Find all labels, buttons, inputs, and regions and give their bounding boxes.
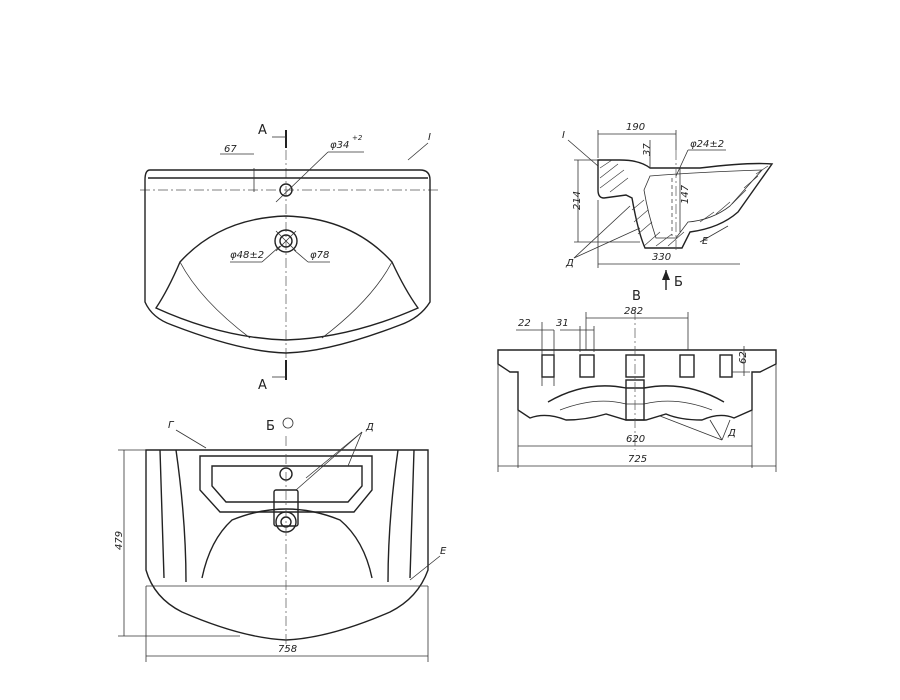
dim-22-text: 22 xyxy=(518,318,531,329)
dim-phi48-leader xyxy=(261,245,281,263)
dim-phi24-text: φ24±2 xyxy=(690,139,724,150)
side-section-outline xyxy=(597,159,774,249)
front-view-slot-3 xyxy=(679,354,695,378)
dim-31-text: 31 xyxy=(556,318,569,329)
note-i-top: I xyxy=(428,132,431,143)
view-b-label: Б xyxy=(266,419,275,434)
note-e-bottom: Е xyxy=(440,546,447,557)
dim-62-text: 62 xyxy=(738,351,749,364)
front-view-bowl-curve xyxy=(547,385,725,403)
note-i-side-leader xyxy=(567,139,599,167)
front-view-slot-4 xyxy=(719,354,733,378)
top-view-bowl xyxy=(154,215,420,341)
front-view-slot-2 xyxy=(579,354,595,378)
note-e-side-leader xyxy=(699,225,729,243)
bottom-view-bowl xyxy=(201,508,373,579)
top-view-tap-hole xyxy=(279,183,293,197)
bottom-view-frame-inner xyxy=(211,465,363,503)
front-view: В 22 31 282 62 620 72 xyxy=(497,289,777,472)
bottom-view-outline xyxy=(145,449,429,641)
side-section-view: 190 37 φ24±2 214 147 330 I Д Е Б xyxy=(562,122,774,290)
front-view-outline xyxy=(497,349,777,421)
side-section-inner xyxy=(643,169,763,239)
dim-620-text: 620 xyxy=(626,434,645,445)
note-d-bottom-leader-1 xyxy=(305,431,363,479)
dim-phi34-text: φ34 xyxy=(330,140,349,151)
bottom-view: Б 479 758 Г Д Е xyxy=(114,417,447,662)
dim-725-text: 725 xyxy=(628,454,647,465)
note-d-side-leader-2 xyxy=(573,227,641,259)
note-i-side: I xyxy=(562,130,565,141)
front-view-bowl-inner xyxy=(559,400,713,411)
section-a-bottom-label: А xyxy=(258,378,267,393)
dim-phi34-leader xyxy=(275,151,329,203)
note-d-front: Д xyxy=(727,428,736,439)
top-view-drain-mark-2 xyxy=(275,230,297,252)
view-b-arrow-head xyxy=(662,270,670,280)
note-d-front-leader-1 xyxy=(659,415,723,441)
view-b-rotation-icon xyxy=(282,417,294,429)
top-view-drain-inner xyxy=(279,234,293,248)
view-b-arrow-label: Б xyxy=(674,275,683,290)
note-e-side: Е xyxy=(702,236,709,247)
dim-758-text: 758 xyxy=(278,644,297,655)
note-g: Г xyxy=(168,420,175,431)
bottom-view-left-rib-2 xyxy=(175,449,187,583)
note-d-side: Д xyxy=(565,258,574,269)
top-view-drain-outer xyxy=(274,229,298,253)
bottom-view-left-rib-1 xyxy=(159,449,165,579)
top-view-bowl-right-arc xyxy=(321,261,393,339)
view-v-label: В xyxy=(632,289,641,304)
dim-37-text: 37 xyxy=(642,143,653,156)
dim-67-text: 67 xyxy=(224,144,237,155)
bottom-view-right-rib-1 xyxy=(409,449,415,579)
dim-phi78-text: φ78 xyxy=(310,250,329,261)
dim-147-text: 147 xyxy=(680,184,691,204)
front-view-slot-1 xyxy=(541,354,555,378)
top-view: А А 67 φ34 +2 I φ48±2 φ78 xyxy=(140,123,440,393)
bottom-view-right-rib-2 xyxy=(387,449,399,583)
note-d-front-leader-3 xyxy=(721,419,731,441)
note-d-side-leader-1 xyxy=(573,205,631,259)
dim-282-text: 282 xyxy=(624,306,643,317)
note-d-front-leader-2 xyxy=(709,419,723,441)
note-d-bottom-leader-2 xyxy=(295,431,363,491)
section-a-top-label: А xyxy=(258,123,267,138)
dim-phi24-leader xyxy=(675,149,689,177)
top-view-outline xyxy=(144,169,431,354)
dim-330-text: 330 xyxy=(652,252,671,263)
dim-phi48-text: φ48±2 xyxy=(230,250,264,261)
note-g-leader xyxy=(175,429,207,449)
dim-479-text: 479 xyxy=(114,531,125,550)
side-section-hatching xyxy=(599,159,769,247)
note-d-bottom: Д xyxy=(365,422,374,433)
dim-190-text: 190 xyxy=(626,122,645,133)
note-e-bottom-leader xyxy=(409,555,441,581)
bottom-view-frame xyxy=(199,455,373,513)
dim-phi34-tol: +2 xyxy=(352,134,363,142)
top-view-bowl-left-arc xyxy=(179,261,251,339)
dim-214-text: 214 xyxy=(572,191,583,210)
note-d-bottom-leader-3 xyxy=(347,431,363,467)
dim-phi78-leader xyxy=(293,249,309,263)
note-i-top-leader xyxy=(407,142,429,161)
